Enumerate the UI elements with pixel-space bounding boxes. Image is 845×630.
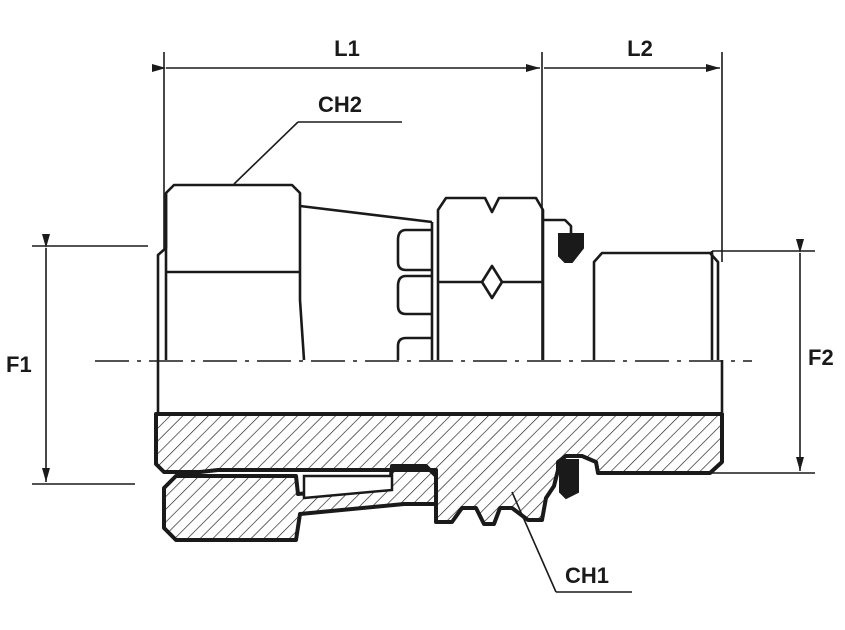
l1-label: L1 (334, 36, 360, 61)
body-hex-outline (436, 196, 545, 360)
section-view (154, 412, 724, 542)
seal-groove (543, 218, 573, 236)
seal-ring (558, 233, 584, 263)
cone-gap (302, 474, 394, 500)
leader-ch2: CH2 (233, 92, 402, 185)
ch1-label: CH1 (565, 563, 609, 588)
body-hex-diamond (480, 264, 504, 300)
dimension-f1: F1 (6, 234, 148, 485)
thread-end-outline (592, 251, 720, 360)
swivel-nut-section (162, 464, 438, 542)
seal-ring-section (559, 459, 579, 500)
cone-taper-line (299, 204, 433, 224)
leader-ch1: CH1 (511, 491, 632, 593)
f1-label: F1 (6, 352, 32, 377)
ch1-leader-line (511, 491, 557, 593)
f2-label: F2 (808, 345, 834, 370)
body-section (154, 412, 724, 526)
dimension-f2: F2 (712, 239, 834, 474)
profile-bump-3 (396, 336, 432, 360)
l2-label: L2 (627, 36, 653, 61)
dimension-l2: L2 (544, 36, 723, 262)
profile-bump-2 (396, 274, 432, 316)
profile-bump-1 (396, 228, 432, 272)
ch2-label: CH2 (318, 92, 362, 117)
fitting-outline (156, 183, 724, 412)
swivel-nut-outline (156, 183, 306, 361)
ch2-leader-line (233, 121, 299, 185)
